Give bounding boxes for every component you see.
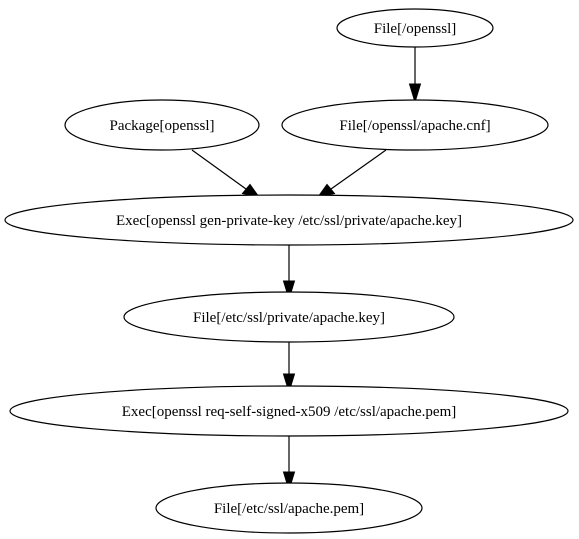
node-label-exec-gen-private-key: Exec[openssl gen-private-key /etc/ssl/pr…: [116, 213, 462, 229]
edge-exec-req-self-signed-to-apache-pem: [282, 436, 296, 492]
edge-apache-cnf-to-exec-gen-private-key: [316, 149, 387, 198]
node-file-etc-ssl-private-apache-key: File[/etc/ssl/private/apache.key]: [123, 291, 455, 343]
node-label-file-openssl-apache-cnf: File[/openssl/apache.cnf]: [339, 118, 490, 134]
node-file-openssl: File[/openssl]: [336, 8, 494, 48]
node-label-file-etc-ssl-private-apache-key: File[/etc/ssl/private/apache.key]: [193, 310, 385, 326]
edge-private-key-file-to-exec-req-self-signed: [282, 342, 296, 394]
node-label-exec-req-self-signed-x509: Exec[openssl req-self-signed-x509 /etc/s…: [122, 404, 456, 420]
node-exec-req-self-signed-x509: Exec[openssl req-self-signed-x509 /etc/s…: [9, 385, 569, 437]
node-file-etc-ssl-apache-pem: File[/etc/ssl/apache.pem]: [155, 482, 423, 534]
edge-package-openssl-to-exec-gen-private-key: [191, 149, 261, 198]
node-package-openssl: Package[openssl]: [64, 99, 260, 151]
node-label-file-openssl: File[/openssl]: [374, 21, 457, 37]
node-exec-gen-private-key: Exec[openssl gen-private-key /etc/ssl/pr…: [4, 194, 574, 246]
node-file-openssl-apache-cnf: File[/openssl/apache.cnf]: [281, 99, 549, 151]
node-label-file-etc-ssl-apache-pem: File[/etc/ssl/apache.pem]: [214, 501, 364, 517]
node-label-package-openssl: Package[openssl]: [110, 118, 215, 134]
edge-file-openssl-to-apache-cnf: [408, 47, 422, 104]
edge-exec-gen-private-key-to-private-key-file: [282, 245, 296, 301]
